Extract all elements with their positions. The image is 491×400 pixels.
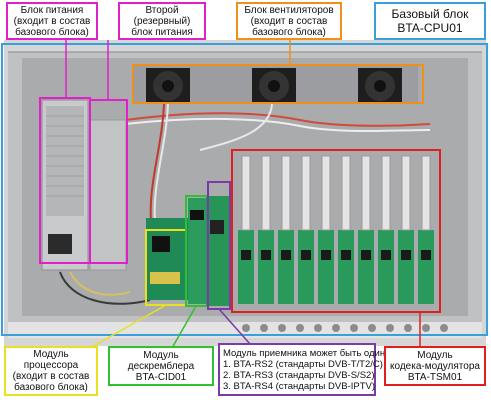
descrambler-board [188,198,206,304]
label-power-supply: Блок питания (входит в состав базового б… [6,2,98,40]
connector [242,324,250,332]
label-line: базового блока) [252,27,326,38]
label-line: Базовый блок [392,7,469,21]
label-line: (входит в состав [251,16,328,27]
connector [296,324,304,332]
fan-1 [146,68,190,102]
label-line: блок питания [131,27,193,38]
label-line: дескремблера [128,361,194,372]
connector [440,324,448,332]
label-line: Модуль [417,350,452,361]
label-line: BTA-CPU01 [397,21,462,35]
connector [404,324,412,332]
label-base-block: Базовый блок BTA-CPU01 [374,2,486,40]
power-supply-unit [42,100,126,270]
connector [314,324,322,332]
fan-2 [252,68,296,102]
label-line: Модуль [143,350,178,361]
label-descrambler: Модуль дескремблера BTA-CID01 [108,346,214,386]
label-line: Модуль [33,349,68,360]
label-line: Модуль приемника может быть один из: [223,348,400,359]
connector [260,324,268,332]
label-second-power: Второй (резервный) блок питания [118,2,206,40]
label-processor: Модуль процессора (входит в состав базов… [4,346,98,396]
connector [332,324,340,332]
connector [368,324,376,332]
connector [278,324,286,332]
label-receiver: Модуль приемника может быть один из: 1. … [218,343,376,396]
label-line: (входит в состав [14,16,91,27]
label-line: 3. BTA-RS4 (стандарты DVB-IPTV) [223,381,375,392]
label-fan-block: Блок вентиляторов (входит в состав базов… [236,2,342,40]
label-line: 1. BTA-RS2 (стандарты DVB-T/T2/C) [223,359,383,370]
label-line: базового блока) [14,382,88,393]
connector [386,324,394,332]
label-line: BTA-TSM01 [408,372,462,383]
label-line: процессора [24,360,79,371]
connector [350,324,358,332]
label-line: Блок вентиляторов [244,5,333,16]
fan-3 [358,68,402,102]
label-line: (входит в состав [13,371,90,382]
fan-unit [134,66,418,102]
connector [422,324,430,332]
receiver-board [206,196,230,306]
label-line: (резервный) [134,16,191,27]
label-line: 2. BTA-RS3 (стандарты DVB-S/S2) [223,370,374,381]
label-line: Второй [145,5,178,16]
label-line: BTA-CID01 [136,372,186,383]
label-line: Блок питания [21,5,84,16]
label-modulator: Модуль кодека-модулятора BTA-TSM01 [384,346,486,386]
label-line: кодека-модулятора [390,361,480,372]
label-line: базового блока) [15,27,89,38]
